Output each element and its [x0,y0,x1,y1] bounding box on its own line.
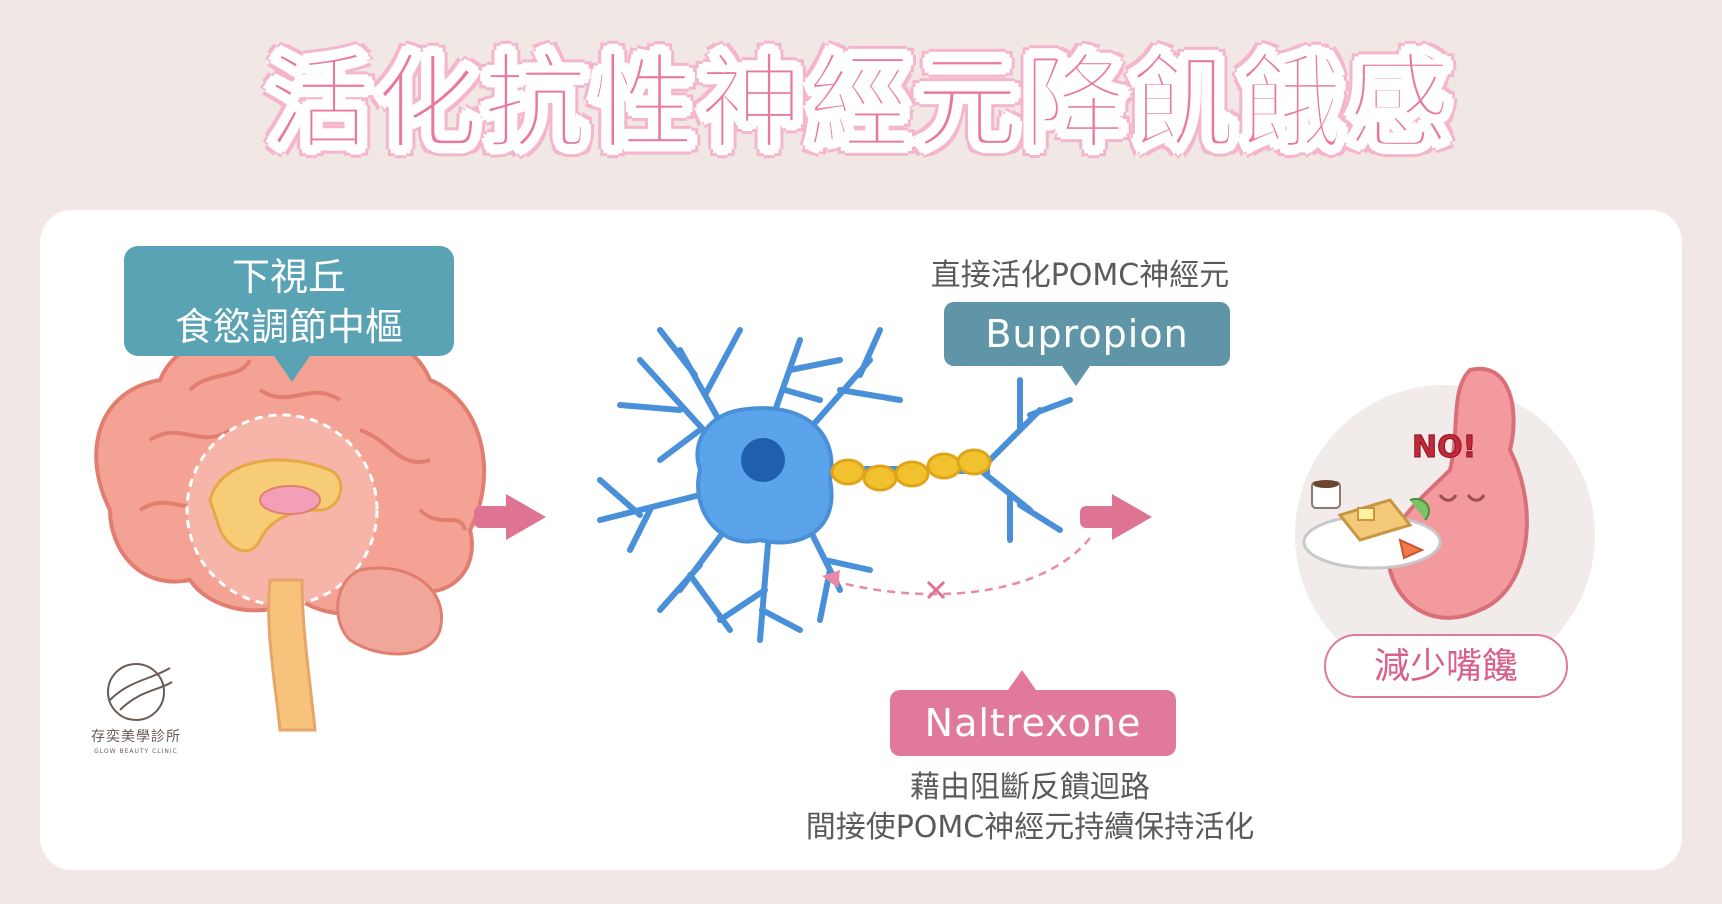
arrow-right-icon [474,494,546,540]
neuron-illustration [597,327,1073,643]
bupropion-callout: Bupropion [944,302,1230,386]
clinic-name-zh: 存奕美學診所 [91,729,181,745]
diagram-illustration [94,327,1595,732]
naltrexone-description: 藉由阻斷反饋迴路 間接使POMC神經元持續保持活化 [740,768,1320,848]
no-exclamation: NO! [1411,430,1477,466]
clinic-name-en: GLOW BEAUTY CLINIC [94,748,178,755]
neuron-nucleus [741,438,785,482]
food-plate-illustration [1302,480,1442,570]
blocked-x-icon [926,580,946,600]
brain-illustration [94,331,486,732]
arrow-right-icon [1080,494,1152,540]
hypothalamus-line1: 下視丘 [231,255,346,299]
clinic-logo: 存奕美學診所 GLOW BEAUTY CLINIC [76,726,196,755]
hypothalamus-callout: 下視丘 食慾調節中樞 [124,246,454,382]
feedback-arrowhead-icon [822,570,840,588]
stomach-face-icon [1438,494,1486,502]
hypothalamus-line2: 食慾調節中樞 [174,305,403,349]
naltrexone-callout: Naltrexone [890,670,1176,756]
bupropion-caption: 直接活化POMC神經元 [930,258,1230,293]
naltrexone-desc-line2: 間接使POMC神經元持續保持活化 [805,810,1255,845]
feedback-dashed-arrow [829,537,1091,596]
naltrexone-desc-line1: 藉由阻斷反饋迴路 [910,770,1150,805]
clinic-logo-icon [107,663,173,721]
reduce-cravings-label: 減少嘴饞 [1324,634,1568,698]
myelin-sheath [830,448,992,492]
diagram-panel: 下視丘 食慾調節中樞 直接活化POMC神經元 Bupropion Naltrex… [40,210,1682,870]
page-title: 活化抗性神經元降飢餓感 [266,41,1455,165]
